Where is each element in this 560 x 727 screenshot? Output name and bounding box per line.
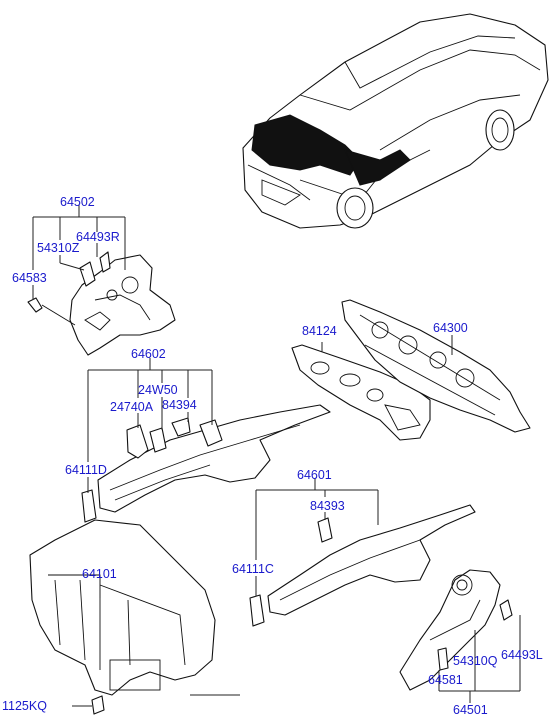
callout-lines-dash bbox=[321, 335, 453, 355]
front-apron-right-assembly bbox=[399, 569, 513, 691]
label-54310Z: 54310Z bbox=[37, 241, 80, 255]
label-54310Q: 54310Q bbox=[453, 654, 498, 668]
label-64601: 64601 bbox=[297, 468, 332, 482]
label-64493R: 64493R bbox=[76, 230, 120, 244]
label-24W50: 24W50 bbox=[138, 383, 178, 397]
radiator-support-64101 bbox=[29, 519, 216, 715]
label-64501: 64501 bbox=[453, 703, 488, 717]
dash-panel-64300 bbox=[341, 299, 531, 433]
front-apron-left-assembly bbox=[27, 251, 176, 356]
dash-insulator-84124 bbox=[291, 344, 431, 441]
label-64602: 64602 bbox=[131, 347, 166, 361]
label-84394: 84394 bbox=[162, 398, 197, 412]
callout-lines-64602 bbox=[87, 358, 213, 493]
callout-lines-64101 bbox=[72, 580, 240, 707]
callout-lines-64501 bbox=[438, 615, 521, 703]
label-64111C: 64111C bbox=[232, 562, 274, 576]
label-84393: 84393 bbox=[310, 499, 345, 513]
label-24740A: 24740A bbox=[110, 400, 154, 414]
front-side-member-left bbox=[81, 404, 331, 523]
label-64583: 64583 bbox=[12, 271, 47, 285]
callout-labels: 64502 54310Z 64493R 64583 64602 24W50 24… bbox=[2, 195, 543, 717]
label-64101: 64101 bbox=[82, 567, 117, 581]
vehicle-illustration bbox=[242, 13, 549, 229]
callout-lines-64502 bbox=[32, 205, 126, 300]
callout-lines-64601 bbox=[255, 478, 379, 596]
front-side-member-right bbox=[249, 504, 476, 627]
label-64581: 64581 bbox=[428, 673, 463, 687]
label-64111D: 64111D bbox=[65, 463, 107, 477]
label-64493L: 64493L bbox=[501, 648, 543, 662]
label-84124: 84124 bbox=[302, 324, 337, 338]
label-64502: 64502 bbox=[60, 195, 95, 209]
label-1125KQ: 1125KQ bbox=[2, 699, 47, 713]
label-64300: 64300 bbox=[433, 321, 468, 335]
